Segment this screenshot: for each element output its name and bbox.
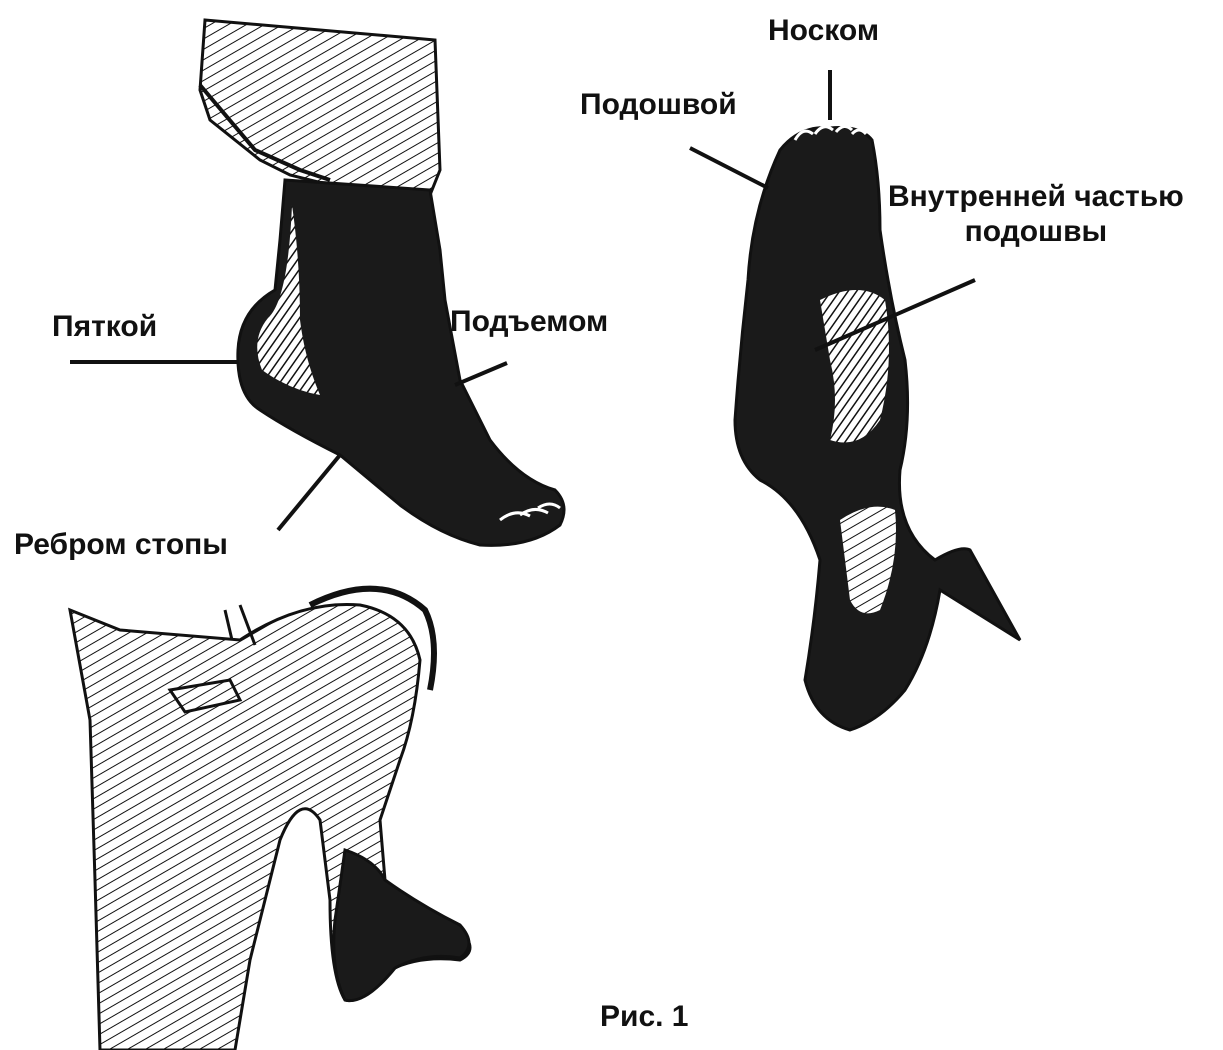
sole-leader [690, 148, 768, 188]
trouser-leg [70, 604, 470, 1050]
heel-label: Пяткой [52, 310, 157, 345]
bent-knee-drawing [70, 589, 470, 1050]
standing-foot-drawing [200, 20, 564, 545]
calf-and-foot [334, 850, 469, 1001]
inner-sole-label: Внутренней частью подошвы [888, 180, 1184, 249]
foot-edge-leader [278, 455, 340, 530]
inner-sole-label-line1: Внутренней частью [888, 180, 1184, 215]
instep-leader [455, 363, 507, 385]
toe-label: Носком [768, 14, 879, 49]
trouser-cuff [200, 20, 440, 195]
figure-caption: Рис. 1 [600, 1000, 689, 1035]
sole-label: Подошвой [580, 88, 737, 123]
instep-label: Подъемом [450, 305, 608, 340]
foot-edge-label: Ребром стопы [14, 528, 228, 563]
inner-sole-label-line2: подошвы [888, 215, 1184, 250]
